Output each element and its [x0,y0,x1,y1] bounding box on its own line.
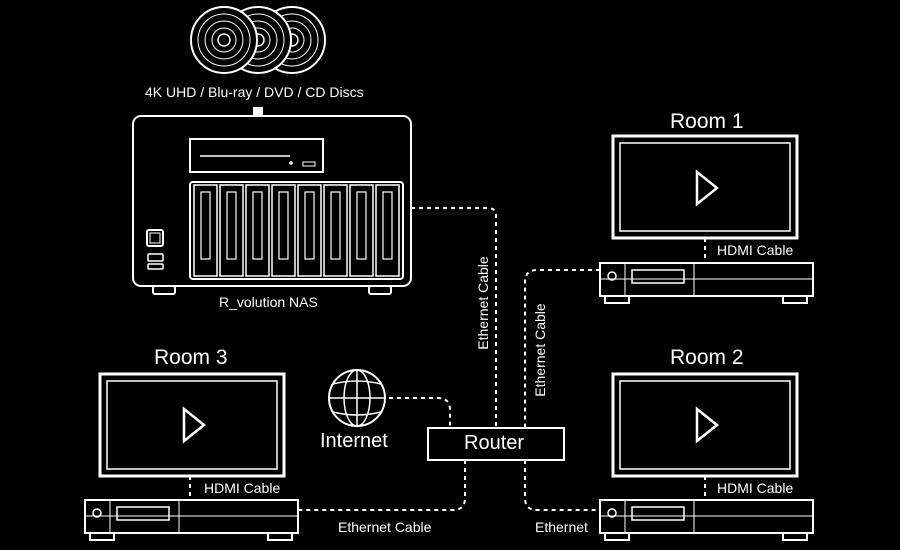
cable-room2-router [524,460,600,511]
room1-player [599,262,814,304]
nas-label: R_volution NAS [219,294,318,310]
play-icon [695,169,720,207]
cable-room3-router [298,460,466,511]
cable-nas-router [411,207,497,428]
internet-label: Internet [320,430,388,452]
room2-tv [611,372,799,478]
globe-icon [328,369,386,427]
ethernet-label-room3: Ethernet Cable [338,519,432,535]
router-label: Router [464,432,525,454]
cable-internet-router [389,397,451,428]
drive-bays [189,181,404,280]
ethernet-label-room2: Ethernet [535,519,588,535]
ethernet-label-nas: Ethernet Cable [475,256,491,350]
nas-device [132,115,412,295]
router-box [427,427,565,461]
room1-title: Room 1 [670,110,744,133]
hdmi-label-room2: HDMI Cable [717,480,794,496]
hdmi-label-room1: HDMI Cable [717,242,794,258]
discs-label: 4K UHD / Blu-ray / DVD / CD Discs [145,84,364,100]
ethernet-label-room1: Ethernet Cable [532,303,548,397]
discs-group [190,6,326,74]
power-button-icon [607,271,617,281]
cable-room1-router [524,269,600,428]
usb-port [147,253,164,262]
network-cables [189,207,706,511]
disc-icon [190,6,258,74]
room3-tv [98,372,286,478]
power-button-icon [607,508,617,518]
play-icon [182,406,207,444]
room2-player [599,499,814,541]
hdmi-label-room3: HDMI Cable [204,480,281,496]
power-button-icon [146,229,164,247]
room3-title: Room 3 [154,346,228,369]
room2-title: Room 2 [670,346,744,369]
room1-tv [611,134,799,240]
play-icon [695,406,720,444]
power-button-icon [92,508,102,518]
room3-player [84,499,299,541]
